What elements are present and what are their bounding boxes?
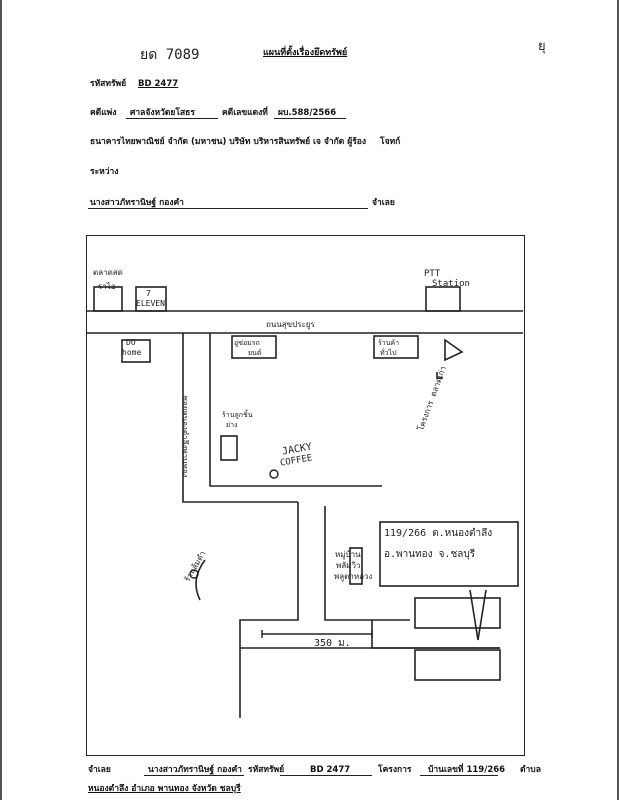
defendant-underline [88, 208, 368, 209]
court-label: คดีแพ่ง [90, 108, 117, 118]
map-store-left-top: ตลาดสด [93, 268, 123, 277]
case-value: ผบ.588/2566 [278, 108, 337, 118]
map-village-3: พลูตาหลวง [334, 572, 373, 581]
map-distance: 350 ม. [314, 638, 351, 649]
footer-subdistrict-label: ตำบล [520, 765, 541, 775]
between-label: ระหว่าง [90, 167, 119, 177]
defendant-role: จำเลย [372, 198, 395, 208]
court-underline [126, 118, 218, 119]
scan-edge-left [0, 0, 2, 800]
footer-house-no: บ้านเลขที่ 119/266 [428, 765, 506, 775]
map-frame [86, 235, 525, 756]
map-7-eleven: ELEVEN [136, 299, 165, 308]
footer-defendant-name: นางสาวภัทรานิษฐ์ กองคำ [148, 765, 242, 775]
footer-name-underline [144, 775, 244, 776]
map-side-shop: ร้านลูกชิ้น [222, 411, 253, 419]
footer-asset-underline [280, 775, 372, 776]
footer-asset-code-label: รหัสทรัพย์ [248, 765, 285, 775]
map-store-left-bottom: ราไอ [98, 282, 116, 291]
plaintiff-line: ธนาคารไทยพาณิชย์ จำกัด (มหาชน) บริษัท บร… [90, 137, 367, 147]
map-shop-a2: ยนต์ [248, 349, 262, 357]
scan-edge-right [617, 0, 619, 800]
map-ptt-station: Station [432, 279, 470, 289]
defendant-name: นางสาวภัทรานิษฐ์ กองคำ [90, 198, 184, 208]
asset-code-label: รหัสทรัพย์ [90, 79, 127, 89]
court-value: ศาลจังหวัดยโสธร [130, 108, 195, 118]
map-do-home-1: DO [126, 338, 136, 347]
footer-defendant-label: จำเลย [88, 765, 111, 775]
map-address-line-2: อ.พานทอง จ.ชลบุรี [384, 549, 476, 560]
map-address-line-1: 119/266 ต.หนองตำลึง [384, 528, 493, 539]
footer-location-line: หนองตำลึง อำเภอ พานทอง จังหวัด ชลบุรี [88, 784, 241, 794]
handwritten-reference: ยด 7089 [140, 47, 200, 63]
document-title: แผนที่ตั้งเรื่องยึดทรัพย์ [263, 48, 348, 58]
map-ptt: PTT [424, 269, 441, 279]
map-road-left-label: ซอยหนองตำลึงพานทอง [180, 395, 190, 478]
map-7-eleven-top: 7 [146, 289, 151, 298]
plaintiff-role: โจทก์ [380, 137, 401, 147]
footer-project-label: โครงการ [378, 765, 412, 775]
map-village-1: หมู่บ้าน [335, 550, 361, 559]
map-shop-b2: ทั่วไป [380, 349, 397, 357]
asset-code-value: BD 2477 [138, 79, 179, 89]
map-side-shop2: ย่าง [226, 421, 238, 429]
map-do-home-2: home [122, 348, 142, 357]
map-main-road: ถนนสุขประยูร [266, 320, 315, 329]
case-underline [274, 118, 346, 119]
case-label: คดีเลขแดงที่ [222, 108, 268, 118]
corner-handwritten-mark: ยุ [538, 39, 546, 54]
map-village-2: พลัมวิว [336, 561, 361, 570]
map-shop-a: อู่ซ่อมรถ [234, 339, 260, 347]
footer-asset-code-value: BD 2477 [310, 765, 351, 775]
map-shop-b: ร้านค้า [378, 339, 400, 347]
footer-house-underline [420, 775, 498, 776]
